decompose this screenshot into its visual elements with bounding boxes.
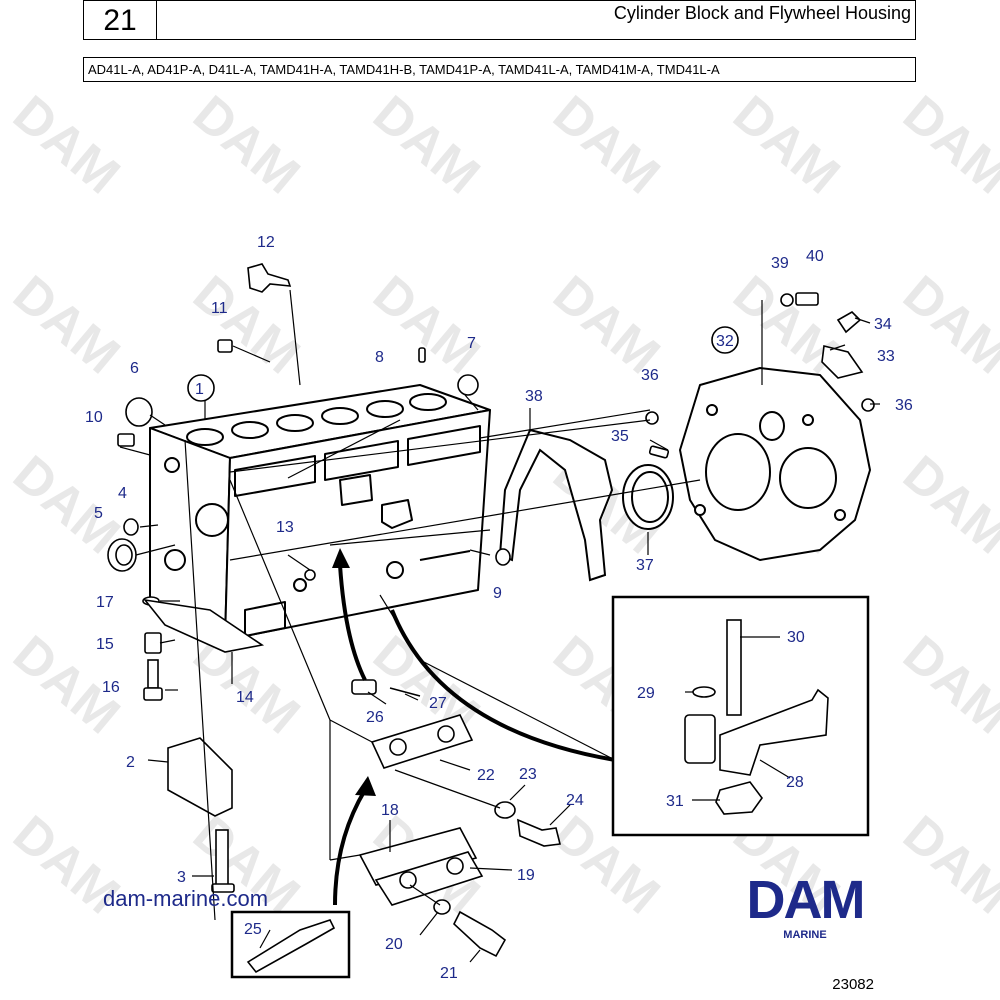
callout-labels: 1 2 3 4 5 6 7 8 9 10 11 12 13 14 15 16 1… [85,234,913,982]
watermark: DAM [722,85,850,206]
callout-9: 9 [493,585,502,602]
callout-21: 21 [440,965,458,982]
callout-22: 22 [477,767,495,784]
watermark: DAM [2,85,130,206]
drawing-number: 23082 [832,976,874,993]
callout-8: 8 [375,349,384,366]
callout-37: 37 [636,557,654,574]
callout-14: 14 [236,689,254,706]
callout-36: 36 [641,367,659,384]
callout-20: 20 [385,936,403,953]
flywheel-housing [679,367,871,561]
cylinder-block [149,384,491,641]
watermark: DAM [362,265,490,386]
detail-box [611,595,870,837]
callout-3: 3 [177,869,186,886]
callout-26: 26 [366,709,384,726]
callout-10: 10 [85,409,103,426]
watermark: DAM [362,85,490,206]
callout-15: 15 [96,636,114,653]
watermark: DAM [2,265,130,386]
watermark: DAM [182,85,310,206]
callout-13: 13 [276,519,294,536]
callout-39: 39 [771,255,789,272]
page-number: 21 [84,1,157,39]
callout-17: 17 [96,594,114,611]
leader-lines [119,289,880,921]
watermark: DAM [892,625,1000,746]
watermark: DAM [892,805,1000,926]
callout-32: 32 [716,333,734,350]
watermark: DAM [182,265,310,386]
callout-35: 35 [611,428,629,445]
callout-38: 38 [525,388,543,405]
small-parts [107,263,875,958]
arrows [333,564,616,906]
dam-marine-logo: DAM MARINE [747,874,866,941]
watermark: DAM [542,85,670,206]
arrow-heads [332,548,376,796]
callout-18: 18 [381,802,399,819]
callout-31: 31 [666,793,684,810]
callout-1: 1 [195,381,204,398]
callout-7: 7 [467,335,476,352]
circle-markers [187,326,739,402]
callout-2: 2 [126,754,135,771]
callout-29: 29 [637,685,655,702]
watermark: DAM [892,445,1000,566]
callout-25: 25 [244,921,262,938]
callout-40: 40 [806,248,824,265]
callout-33: 33 [877,348,895,365]
callout-19: 19 [517,867,535,884]
logo-brand: DAM [747,874,864,930]
callout-24: 24 [566,792,584,809]
callout-30: 30 [787,629,805,646]
website-link[interactable]: dam-marine.com [103,886,269,911]
logo-sub: MARINE [783,929,826,941]
callout-4: 4 [118,485,127,502]
callout-leaders [259,636,791,963]
callout-6: 6 [130,360,139,377]
watermark: DAM [892,85,1000,206]
page-title: Cylinder Block and Flywheel Housing [613,3,911,23]
callout-36b: 36 [895,397,913,414]
callout-12: 12 [257,234,275,251]
callout-27: 27 [429,695,447,712]
sealant-detail-box [230,910,351,979]
callout-28: 28 [786,774,804,791]
header-box: 21 Cylinder Block and Flywheel Housing [83,0,916,40]
crankshaft-seal [622,464,674,530]
watermark: DAM [892,265,1000,386]
model-list: AD41L-A, AD41P-A, D41L-A, TAMD41H-A, TAM… [83,57,916,82]
callout-11: 11 [211,300,228,317]
callout-34: 34 [874,316,892,333]
callout-5: 5 [94,505,103,522]
callout-16: 16 [102,679,120,696]
callout-23: 23 [519,766,537,783]
